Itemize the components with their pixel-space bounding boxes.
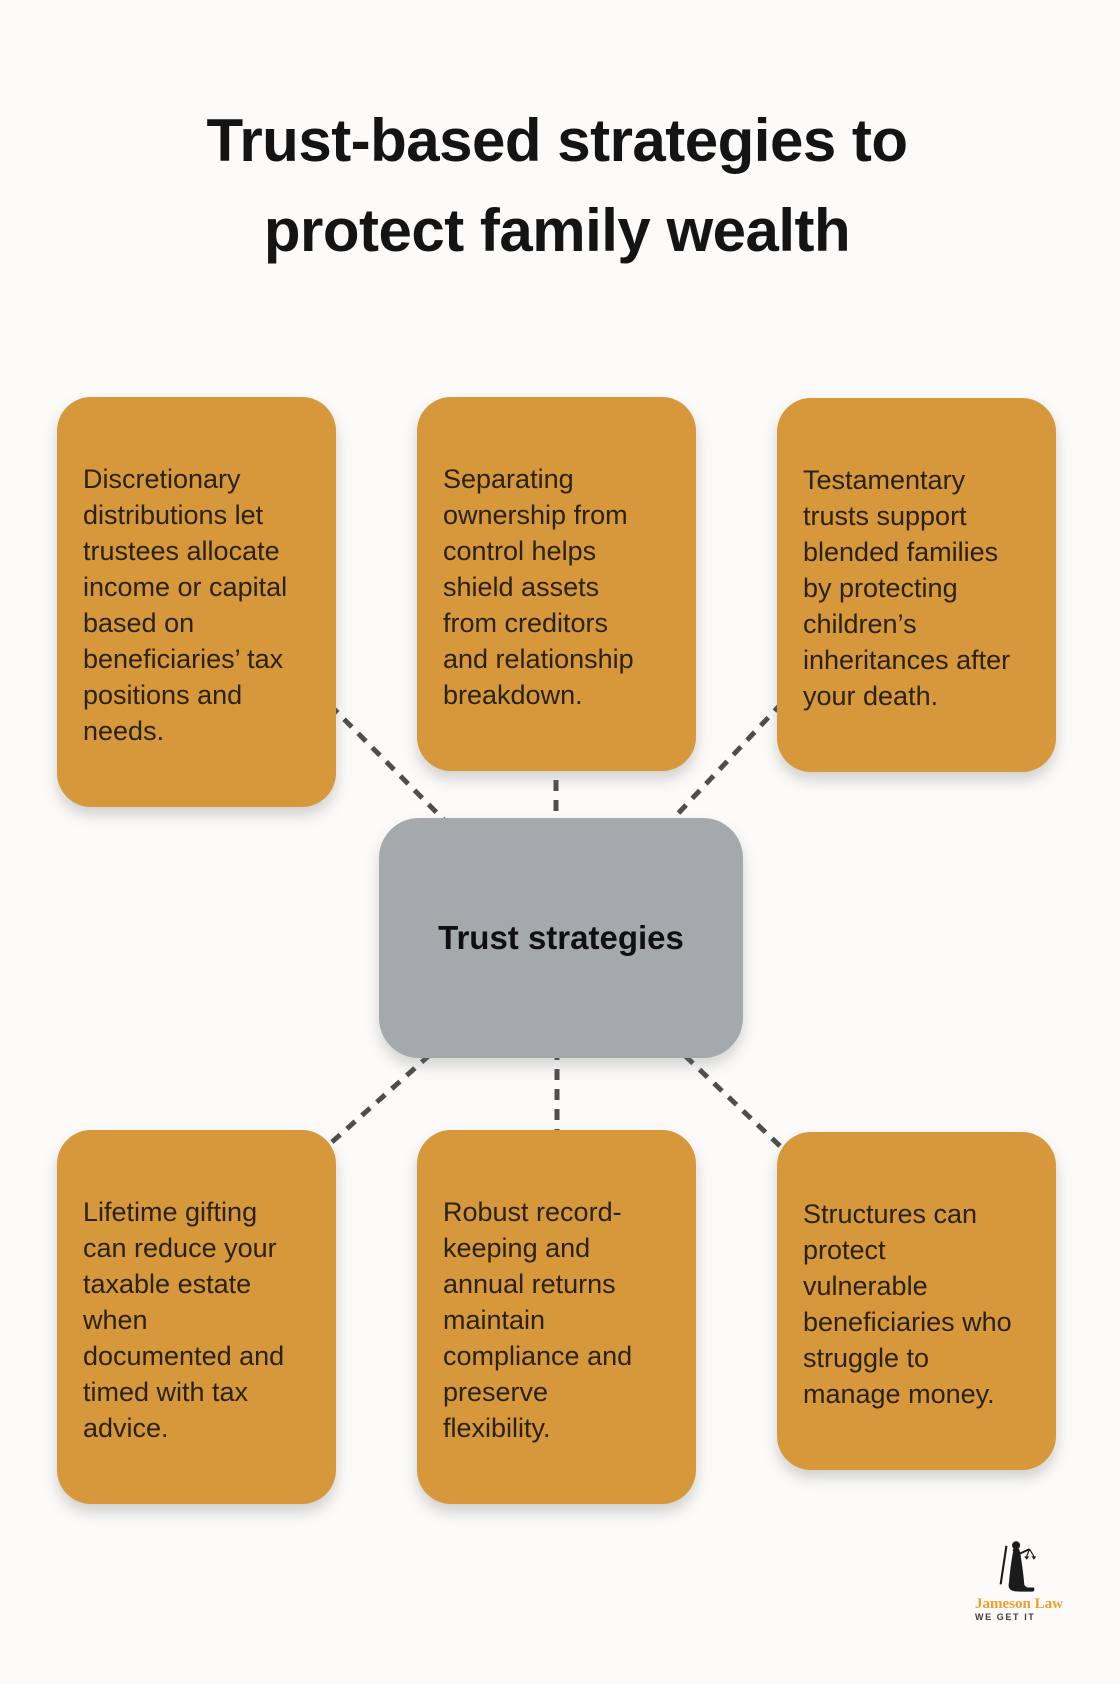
page-title-line-1: Trust-based strategies to — [206, 107, 908, 174]
node-separating-ownership: Separating ownership from control helps … — [417, 397, 696, 771]
logo-jameson-law: Jameson Law WE GET IT — [975, 1540, 1075, 1623]
node-text: Robust record- keeping and annual return… — [443, 1197, 633, 1443]
node-text: Testamentary trusts support blended fami… — [803, 465, 1011, 711]
node-text: Lifetime gifting can reduce your taxable… — [83, 1197, 285, 1443]
node-vulnerable-beneficiaries: Structures can protect vulnerable benefi… — [777, 1132, 1056, 1470]
node-text: Structures can protect vulnerable benefi… — [803, 1199, 1012, 1409]
connector-bottom-right — [559, 936, 782, 1148]
node-lifetime-gifting: Lifetime gifting can reduce your taxable… — [57, 1130, 336, 1504]
node-record-keeping: Robust record- keeping and annual return… — [417, 1130, 696, 1504]
center-node-trust-strategies: Trust strategies — [379, 818, 743, 1058]
node-text: Separating ownership from control helps … — [443, 464, 634, 710]
node-text: Discretionary distributions let trustees… — [83, 464, 288, 746]
page-title: Trust-based strategies to protect family… — [0, 96, 1114, 276]
node-discretionary-distributions: Discretionary distributions let trustees… — [57, 397, 336, 807]
lady-justice-icon — [999, 1541, 1037, 1592]
logo-name: Jameson Law — [975, 1596, 1063, 1612]
node-testamentary-trusts: Testamentary trusts support blended fami… — [777, 398, 1056, 772]
logo-tagline: WE GET IT — [975, 1612, 1036, 1622]
page-title-line-2: protect family wealth — [263, 197, 851, 264]
center-node-label: Trust strategies — [438, 919, 684, 956]
